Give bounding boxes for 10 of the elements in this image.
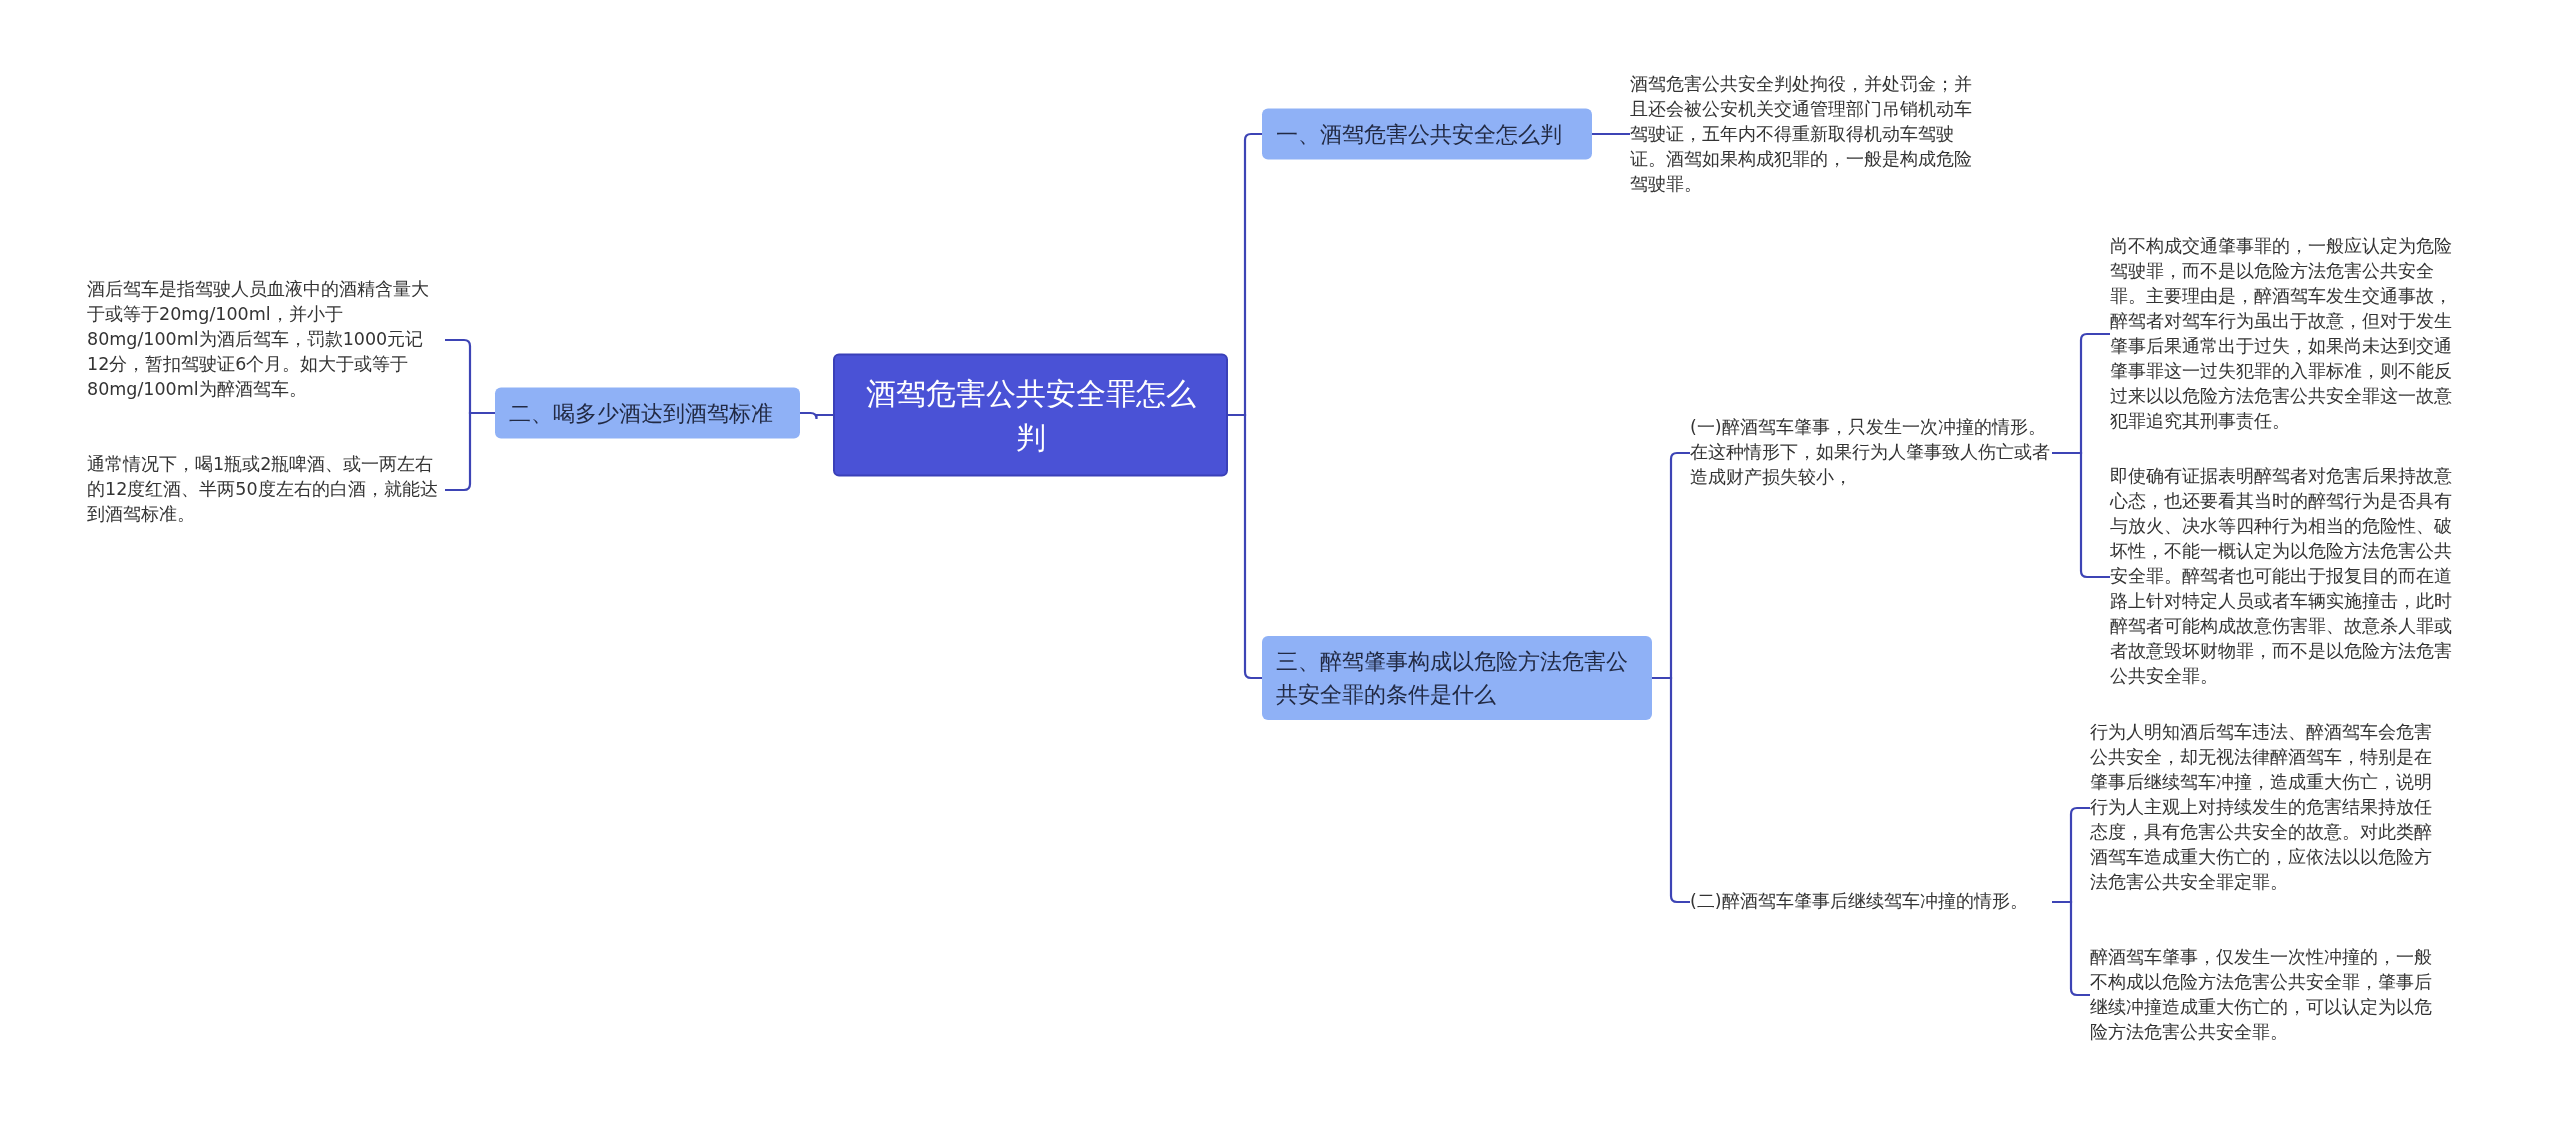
central-topic-box: 酒驾危害公共安全罪怎么判 [833,353,1228,477]
connector-line [2052,900,2090,997]
topic-box: 二、喝多少酒达到酒驾标准 [495,387,800,439]
connector-line [1652,676,1690,904]
connector-line [1228,413,1262,680]
connector-line [445,411,495,492]
connector-line [800,411,833,421]
connector-line [1592,132,1630,136]
topic-box: 三、醉驾肇事构成以危险方法危害公共安全罪的条件是什么 [1262,636,1652,720]
topic-box: 一、酒驾危害公共安全怎么判 [1262,108,1592,160]
